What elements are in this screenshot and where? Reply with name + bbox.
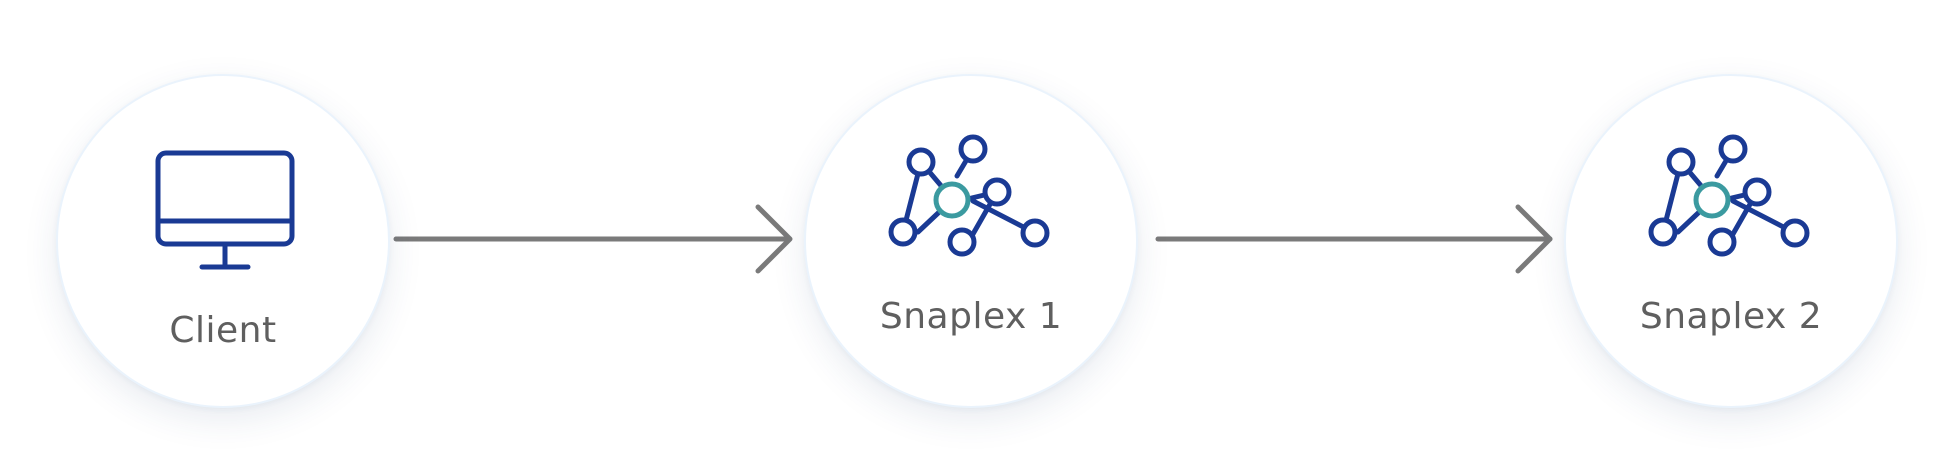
network-cluster-icon xyxy=(888,134,1050,257)
network-cluster-icon xyxy=(1648,134,1810,257)
snaplex-2-label: Snaplex 2 xyxy=(1639,296,1823,337)
snaplex-1-node: Snaplex 1 xyxy=(804,74,1138,408)
monitor-icon xyxy=(155,150,295,270)
snaplex-1-label: Snaplex 1 xyxy=(879,296,1063,337)
arrow-client-to-snaplex1 xyxy=(393,204,793,274)
arrow-snaplex1-to-snaplex2 xyxy=(1155,204,1553,274)
snaplex-2-node: Snaplex 2 xyxy=(1564,74,1898,408)
client-node: Client xyxy=(56,74,390,408)
client-label: Client xyxy=(169,310,277,351)
